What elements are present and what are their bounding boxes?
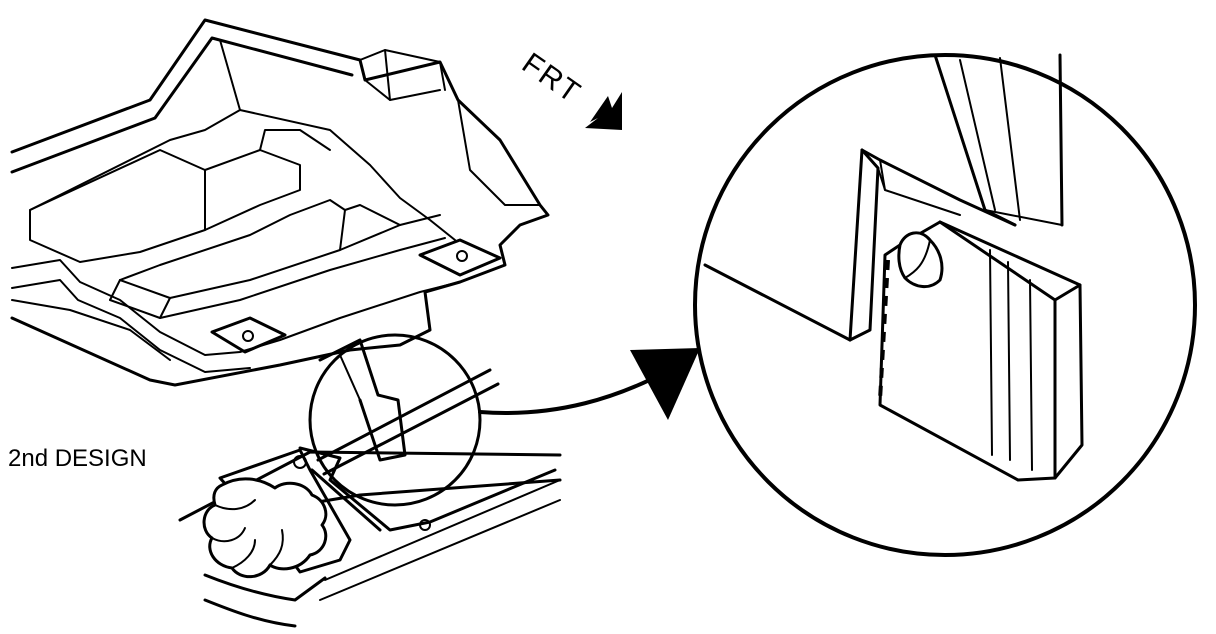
tray-assembly — [10, 18, 550, 462]
front-direction-label: FRT — [516, 47, 587, 111]
cable-rod — [316, 368, 500, 476]
detail-view-circle — [693, 53, 1197, 557]
design-variant-label: 2nd DESIGN — [8, 445, 147, 472]
hand-illustration — [202, 477, 328, 628]
detail-callout-circle-small — [308, 333, 482, 507]
front-direction-arrow-icon — [585, 92, 622, 130]
callout-arrow-icon — [478, 348, 700, 420]
